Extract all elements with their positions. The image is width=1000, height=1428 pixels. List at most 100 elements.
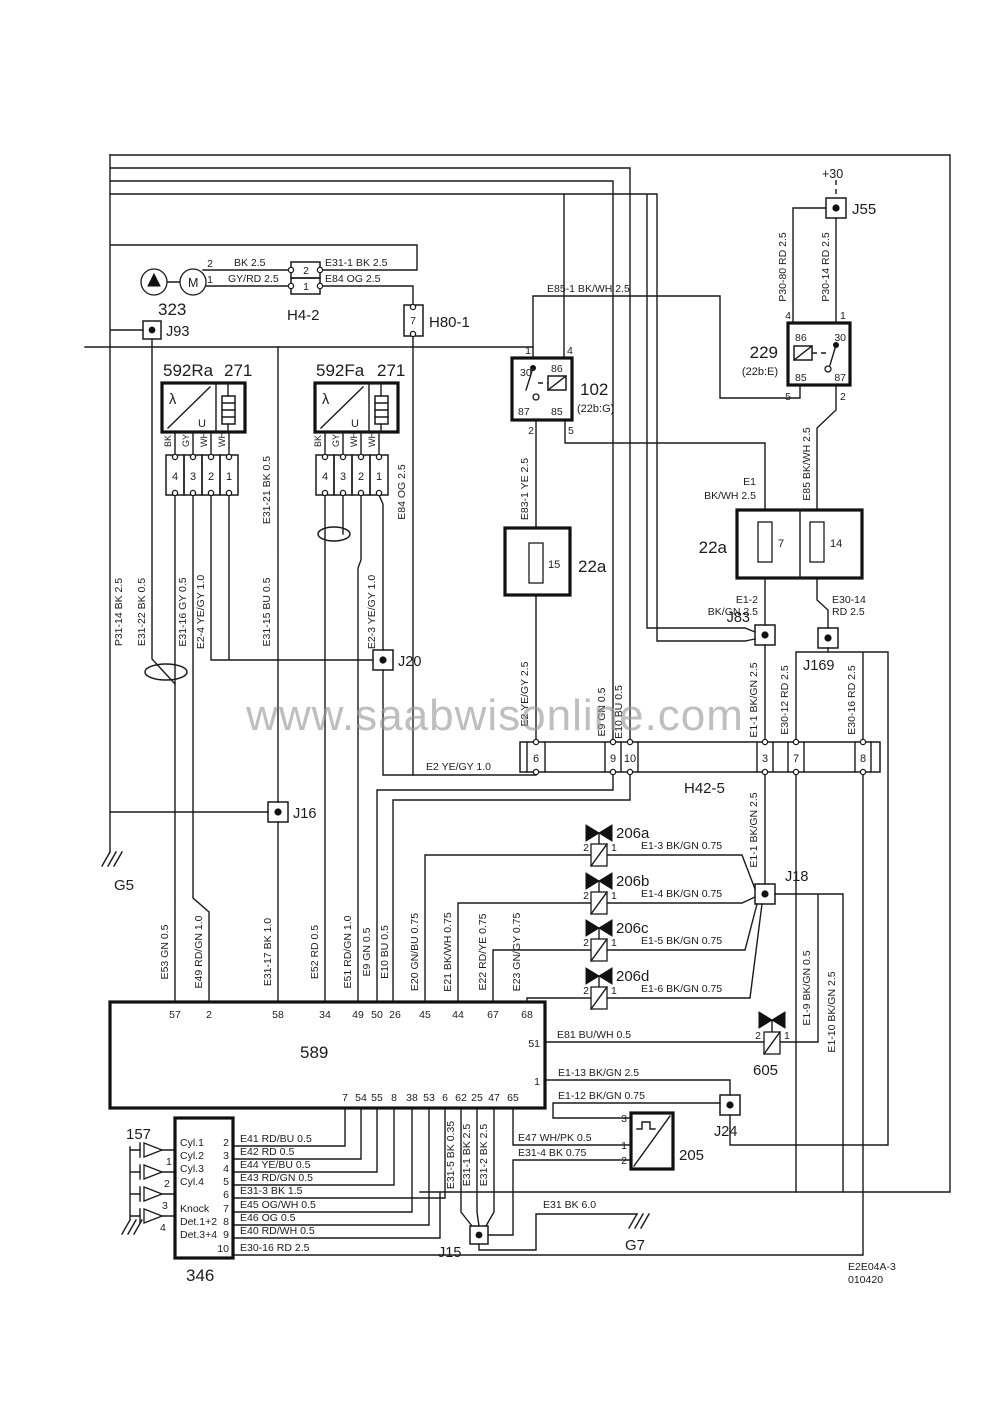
component-id-605: 605 — [753, 1062, 778, 1079]
ecu-pin-65: 65 — [507, 1092, 519, 1104]
terminal-86: 86 — [551, 363, 563, 375]
ecu-pin-49: 49 — [352, 1009, 364, 1021]
row-pin: 5 — [223, 1176, 229, 1188]
valve-pin-2: 2 — [755, 1030, 761, 1042]
component-id-589: 589 — [300, 1043, 328, 1062]
wire-label: E42 RD 0.5 — [240, 1146, 294, 1158]
terminal-87: 87 — [834, 372, 846, 384]
fuse-14-number: 14 — [830, 538, 842, 550]
junction-j20: J20 — [372, 649, 421, 671]
component-id-206d: 206d — [616, 968, 649, 985]
wire-label: E1-13 BK/GN 2.5 — [558, 1067, 639, 1079]
wire-label: P30-80 RD 2.5 — [777, 232, 789, 302]
pin-4: 4 — [172, 471, 178, 483]
terminal-85: 85 — [551, 406, 563, 418]
component-205: 3 1 2 205 — [621, 1111, 704, 1171]
wire-label: E31-1 BK 2.5 — [461, 1124, 473, 1187]
wire-label: P30-14 RD 2.5 — [820, 232, 832, 302]
ecu-pin-7: 7 — [342, 1092, 348, 1104]
ecu-pin-55: 55 — [371, 1092, 383, 1104]
wire-labels: BK 2.5 GY/RD 2.5 E31-1 BK 2.5 E84 OG 2.5… — [113, 232, 866, 1254]
wire-label: E53 GN 0.5 — [159, 924, 171, 979]
wire-color-bk: BK — [163, 435, 173, 447]
ecu-pin-1: 1 — [534, 1076, 540, 1088]
component-id-592ra: 592Ra — [163, 361, 214, 380]
wire-label: E10 BU 0.5 — [379, 925, 391, 979]
205-pin-3: 3 — [621, 1113, 627, 1125]
h42-5-pin-10: 10 — [624, 753, 636, 765]
wire-label: E20 GN/BU 0.75 — [409, 913, 421, 991]
valve-pin-1: 1 — [784, 1030, 790, 1042]
component-id-323: 323 — [158, 300, 186, 319]
junction-j18: J18 — [754, 869, 808, 905]
h42-5-pin-7: 7 — [793, 753, 799, 765]
ground-symbol-g5 — [101, 851, 123, 867]
wire-label: E41 RD/BU 0.5 — [240, 1133, 312, 1145]
wire-label: E2-4 YE/GY 1.0 — [195, 575, 207, 649]
wire-label: E31-3 BK 1.5 — [240, 1185, 303, 1197]
wire-color-wh: WH — [199, 432, 209, 447]
wire-label: E31-16 GY 0.5 — [177, 577, 189, 646]
terminal-86: 86 — [795, 332, 807, 344]
lambda-sensor-rear-592ra: 592Ra 271 λ U BK GY WH WH 4 3 2 1 — [160, 361, 252, 497]
ecu-pin-6: 6 — [442, 1092, 448, 1104]
injector-pin-2: 2 — [583, 985, 589, 997]
terminal-30: 30 — [834, 332, 846, 344]
wire-label: E9 GN 0.5 — [596, 687, 608, 736]
junction-j169: J169 — [803, 627, 839, 674]
relay102-pin-4: 4 — [567, 345, 573, 357]
fuse-7-number: 7 — [778, 538, 784, 550]
ecu-pin-67: 67 — [487, 1009, 499, 1021]
wire-label: E51 RD/GN 1.0 — [342, 915, 354, 988]
pin-2: 2 — [358, 471, 364, 483]
component-id-205: 205 — [679, 1147, 704, 1164]
pin-3: 3 — [190, 471, 196, 483]
ecu-pin-50: 50 — [371, 1009, 383, 1021]
wire-label: E31-4 BK 0.75 — [518, 1147, 586, 1159]
wire-label: E44 YE/BU 0.5 — [240, 1159, 311, 1171]
terminal-87: 87 — [518, 406, 530, 418]
junction-label-j24: J24 — [714, 1124, 737, 1140]
component-id-346: 346 — [186, 1266, 214, 1285]
pump-pin-1: 1 — [207, 274, 213, 286]
wire-label: E85 BK/WH 2.5 — [801, 427, 813, 501]
injector-pin-1: 1 — [611, 937, 617, 949]
h42-5-pin-8: 8 — [860, 753, 866, 765]
junction-label-j169: J169 — [803, 658, 834, 674]
pin-3: 3 — [340, 471, 346, 483]
component-ref-271: 271 — [377, 361, 405, 380]
junction-j15: J15 — [438, 1225, 489, 1261]
row-label: Cyl.4 — [180, 1176, 204, 1188]
lambda-u-symbol: U — [198, 418, 206, 430]
injector-206c: 206c 2 1 — [583, 919, 649, 962]
row-pin: 6 — [223, 1189, 229, 1201]
injector-pin-2: 2 — [583, 890, 589, 902]
connector-h80-1: 7 H80-1 — [403, 303, 470, 338]
plug-4: 4 — [160, 1222, 166, 1234]
ground-label-g7: G7 — [625, 1237, 645, 1254]
h80-1-pin: 7 — [410, 315, 416, 327]
wire-label: E31-15 BU 0.5 — [261, 577, 273, 646]
ecu-pin-34: 34 — [319, 1009, 331, 1021]
component-id-206b: 206b — [616, 873, 649, 890]
wire-label: E31-17 BK 1.0 — [262, 918, 274, 986]
junction-label-j20: J20 — [398, 654, 421, 670]
doc-date: 010420 — [848, 1274, 883, 1286]
plug-3: 3 — [162, 1200, 168, 1212]
wire-label: E1 — [743, 476, 756, 488]
ecu-pin-47: 47 — [488, 1092, 500, 1104]
pin-4: 4 — [322, 471, 328, 483]
wire-label: E40 RD/WH 0.5 — [240, 1225, 315, 1237]
row-pin: 9 — [223, 1229, 229, 1241]
wire-label: E30-16 RD 2.5 — [240, 1242, 310, 1254]
lambda-symbol: λ — [169, 392, 177, 408]
spark-plugs-157: 157 1 2 3 4 — [121, 1126, 172, 1235]
wire-label: E52 RD 0.5 — [309, 925, 321, 979]
fusebox-label-22a: 22a — [578, 557, 607, 576]
component-id-102: 102 — [580, 380, 608, 399]
wire-label: E81 BU/WH 0.5 — [557, 1029, 631, 1041]
row-label: Det.1+2 — [180, 1216, 217, 1228]
row-label: Cyl.3 — [180, 1163, 204, 1175]
watermark: www.saabwisonline.com — [245, 691, 744, 740]
injector-206b: 206b 2 1 — [583, 872, 649, 915]
